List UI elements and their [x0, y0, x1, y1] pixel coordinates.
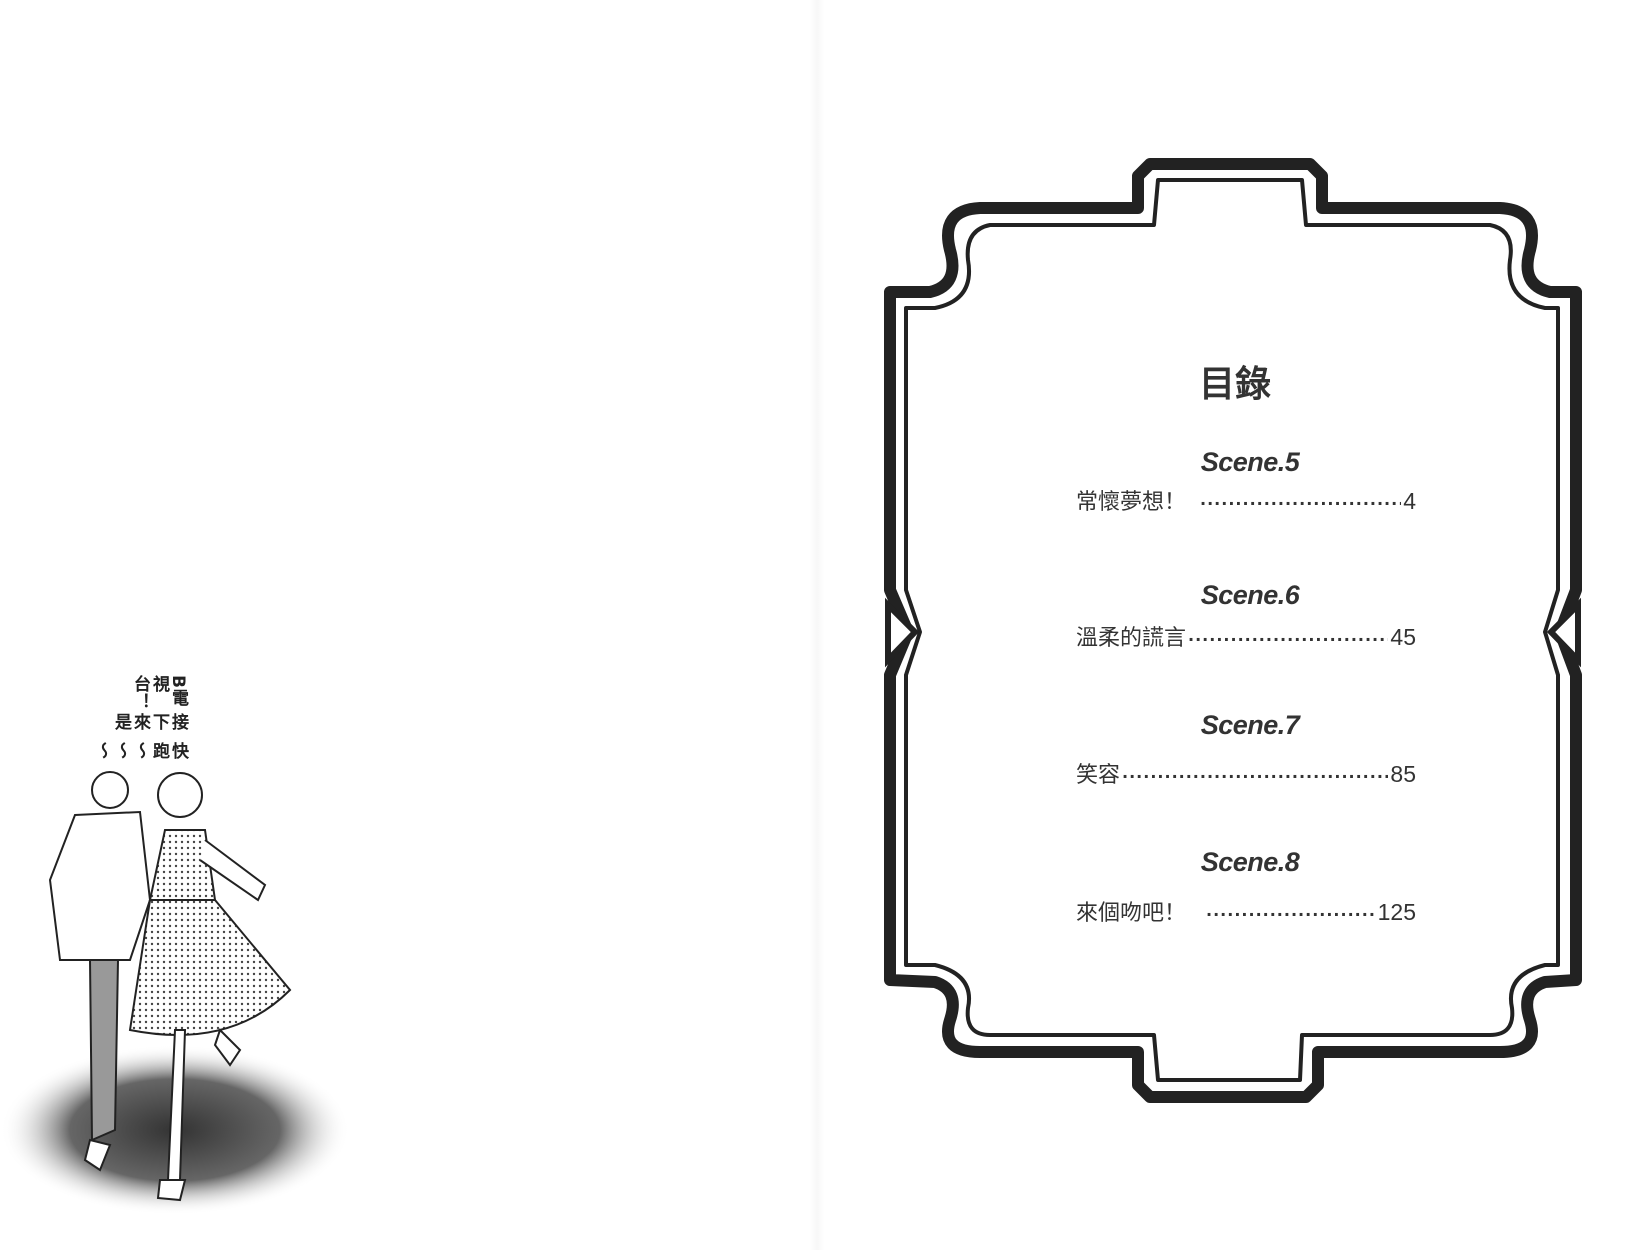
speech-bubble-text: 快跑～～～ 接下來是 B電視台！ [92, 675, 188, 775]
chapter-title: 溫柔的謊言 [1076, 626, 1187, 651]
page-number: 85 [1390, 761, 1416, 787]
toc-title: 目錄 [1198, 364, 1271, 405]
scene-heading: Scene.6 [1200, 580, 1300, 610]
scene-heading: Scene.5 [1200, 447, 1300, 477]
chapter-title: 常懷夢想！ [1076, 490, 1187, 515]
woman-figure [128, 772, 292, 1202]
frame-left-arrow [885, 597, 920, 668]
speech-line: B電視台！ [130, 675, 188, 711]
leader-dots: ········································… [1206, 905, 1376, 924]
speech-line: 快跑～～～ [92, 741, 188, 760]
page-number: 45 [1390, 624, 1416, 650]
page-number: 125 [1377, 899, 1416, 925]
leader-dots: ········································… [1122, 767, 1388, 786]
page-gutter [810, 0, 824, 1250]
toc-entry[interactable]: 笑容 ·····································… [1076, 757, 1416, 789]
speech-line: 接下來是 [111, 713, 188, 731]
frame-right-arrow [1546, 597, 1581, 668]
page-number: 4 [1403, 488, 1416, 514]
chapter-title: 來個吻吧！ [1076, 901, 1187, 926]
toc-entry[interactable]: 來個吻吧！ ··································… [1076, 895, 1416, 927]
chapter-title: 笑容 [1076, 763, 1121, 788]
man-figure [48, 771, 152, 1172]
scene-heading: Scene.8 [1200, 847, 1300, 877]
illustration-couple-running [0, 771, 350, 1215]
toc-entry[interactable]: 溫柔的謊言 ··································… [1076, 620, 1416, 652]
leader-dots: ········································… [1200, 494, 1402, 513]
scene-heading: Scene.7 [1200, 710, 1300, 740]
toc-entry[interactable]: 常懷夢想！ ··································… [1076, 484, 1416, 516]
leader-dots: ········································… [1188, 630, 1389, 649]
